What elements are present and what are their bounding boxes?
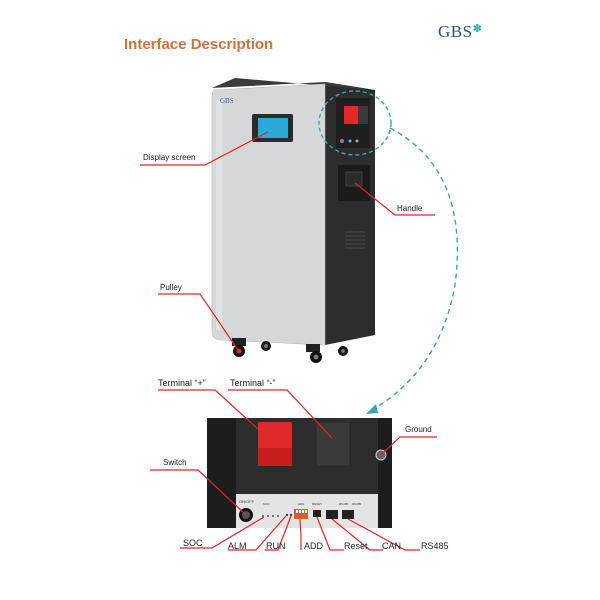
soc-leds	[262, 515, 279, 517]
page-title: Interface Description	[124, 36, 274, 53]
rs485-port	[342, 510, 354, 519]
detail-panel: ON/OFF SOC ADD RESET RS485 RS485	[207, 418, 392, 528]
vents	[345, 231, 365, 249]
device-logo: GBS	[220, 97, 234, 105]
terminal-neg-small	[358, 106, 368, 124]
terminal-neg	[315, 421, 351, 467]
cabinet-top	[212, 78, 375, 90]
can-port	[326, 510, 338, 519]
label-pulley: Pulley	[160, 283, 182, 292]
label-soc: SOC	[183, 538, 203, 548]
label-alm: ALM	[228, 541, 247, 551]
panel-text-onoff: ON/OFF	[239, 499, 255, 504]
leader-lines	[140, 131, 437, 551]
cabinet-front	[211, 83, 326, 346]
label-terminal-neg: Terminal “-”	[230, 378, 276, 388]
label-rs485: RS485	[421, 541, 449, 551]
terminal-pos-small	[344, 106, 358, 124]
logo-mark-icon: ✽	[472, 23, 483, 35]
zoom-circle	[318, 90, 392, 156]
terminal-bay	[236, 418, 378, 494]
label-add: ADD	[304, 541, 324, 551]
label-switch: Switch	[163, 458, 187, 467]
label-reset: Reset	[344, 541, 368, 551]
pulley-wheels	[232, 338, 348, 363]
battery-cabinet: GBS	[211, 78, 375, 363]
panel-text-rs485: RS485	[352, 502, 362, 506]
panel-text-can: RS485	[339, 502, 349, 506]
label-terminal-pos: Terminal “+”	[158, 378, 206, 388]
panel-text-add: ADD	[298, 502, 305, 506]
label-can: CAN	[382, 541, 402, 551]
label-handle: Handle	[397, 204, 423, 213]
dip-switch	[294, 509, 308, 519]
zoom-arc	[371, 127, 459, 411]
reset-port	[313, 510, 321, 517]
label-ground: Ground	[405, 425, 432, 434]
label-display-screen: Display screen	[143, 153, 196, 162]
panel-text-soc: SOC	[263, 502, 270, 506]
brand-logo: GBS✽	[438, 22, 483, 41]
panel-text-reset: RESET	[312, 502, 322, 506]
zoom-arrow-icon	[366, 404, 378, 414]
label-run: RUN	[266, 541, 286, 551]
